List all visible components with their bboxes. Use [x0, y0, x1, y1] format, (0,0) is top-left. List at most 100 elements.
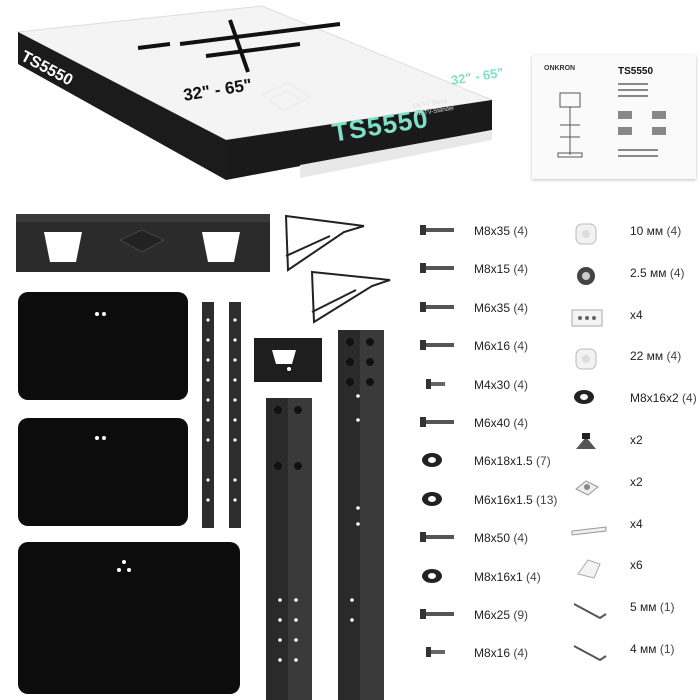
spacer-icon	[570, 222, 610, 251]
outline-logo	[260, 81, 312, 113]
product-box: TS5550 TS5550 32" - 65" 32" - 65" EN TV …	[0, 0, 520, 190]
part-quantity: (4)	[678, 391, 697, 406]
pad-icon	[570, 556, 610, 585]
part-quantity: (4)	[510, 646, 529, 661]
part-label: M8x16x1 (4)	[474, 570, 541, 584]
spacer-icon	[570, 347, 610, 376]
part-label: x2	[630, 433, 643, 447]
part-label: M6x40 (4)	[474, 416, 528, 430]
bolt-icon	[418, 222, 458, 243]
part-quantity: (4)	[510, 416, 529, 430]
part-name: 2.5 мм	[630, 265, 667, 280]
support-arms	[284, 214, 391, 324]
part-name: M8x50	[474, 531, 511, 546]
part-quantity: (4)	[510, 339, 529, 354]
part-name: M6x35	[474, 300, 511, 315]
column-upper	[338, 330, 384, 700]
part-label: x2	[630, 475, 643, 489]
part-quantity: (4)	[522, 569, 541, 584]
part-label: M6x16 (4)	[474, 339, 528, 353]
part-name: 4 мм	[630, 642, 657, 656]
product-box-shape	[16, 5, 494, 180]
wall-bracket	[16, 214, 270, 272]
bolt-icon	[418, 260, 458, 281]
part-label: x6	[630, 558, 643, 572]
vertical-rails	[202, 302, 241, 528]
part-quantity: (1)	[656, 600, 675, 615]
part-quantity: (4)	[510, 262, 529, 277]
part-name: M8x16x2	[630, 391, 679, 406]
part-label: 4 мм (1)	[630, 642, 675, 656]
clamp-icon	[570, 431, 610, 460]
part-label: M8x16 (4)	[474, 646, 528, 660]
part-label: M6x16x1.5 (13)	[474, 493, 557, 507]
part-quantity: (4)	[510, 224, 529, 238]
part-quantity: (4)	[510, 300, 529, 315]
hex-key-icon	[570, 640, 610, 669]
washer-icon	[418, 568, 458, 589]
clip-icon	[570, 473, 610, 502]
part-name: M8x15	[474, 262, 511, 277]
mount-plate	[254, 338, 322, 382]
part-name: M8x16x1	[474, 569, 523, 584]
strip-icon	[570, 515, 610, 544]
part-name: 5 мм	[630, 600, 657, 615]
part-label: M8x50 (4)	[474, 531, 528, 545]
part-name: 10 мм	[630, 224, 664, 238]
part-label: M8x35 (4)	[474, 224, 528, 238]
part-name: M4x30	[474, 377, 511, 392]
part-label: M6x35 (4)	[474, 301, 528, 315]
screw-icon	[418, 644, 458, 665]
part-name: x4	[630, 307, 643, 322]
part-quantity: (4)	[510, 377, 529, 392]
part-label: M6x25 (9)	[474, 608, 528, 622]
part-label: 2.5 мм (4)	[630, 266, 685, 280]
part-quantity: (9)	[510, 608, 529, 622]
bolt-icon	[418, 606, 458, 627]
nut-icon	[570, 264, 610, 293]
part-quantity: (4)	[663, 224, 682, 238]
column-lower	[266, 398, 312, 700]
part-label: M8x16x2 (4)	[630, 391, 697, 405]
hex-key-icon	[570, 598, 610, 627]
part-quantity: (1)	[656, 642, 675, 656]
leaflet-model: TS5550	[618, 66, 654, 77]
part-label: M4x30 (4)	[474, 378, 528, 392]
part-quantity: (13)	[532, 492, 558, 507]
part-name: 22 мм	[630, 349, 664, 364]
part-label: x4	[630, 517, 643, 531]
part-name: x2	[630, 433, 643, 447]
bolt-icon	[418, 414, 458, 435]
part-label: M6x18x1.5 (7)	[474, 454, 551, 468]
bolt-icon	[418, 299, 458, 320]
part-label: x4	[630, 308, 643, 322]
part-name: M8x16	[474, 646, 511, 661]
plate-icon	[570, 306, 610, 335]
part-name: M6x25	[474, 608, 511, 622]
part-name: M6x16x1.5	[474, 492, 533, 507]
part-name: x2	[630, 474, 643, 489]
part-name: M6x16	[474, 339, 511, 354]
screw-icon	[418, 376, 458, 397]
glass-shelves	[18, 292, 240, 694]
part-name: x4	[630, 516, 643, 531]
washer-icon	[418, 452, 458, 473]
part-label: M8x15 (4)	[474, 262, 528, 276]
part-name: M8x35	[474, 224, 511, 238]
leaflet-drawing	[557, 83, 666, 158]
leaflet-brand: ONKRON	[544, 65, 576, 72]
part-quantity: (4)	[663, 349, 682, 364]
part-name: M6x18x1.5	[474, 454, 533, 469]
part-label: 10 мм (4)	[630, 224, 681, 238]
bolt-icon	[418, 529, 458, 550]
part-name: M6x40	[474, 416, 511, 430]
washer-icon	[570, 389, 610, 410]
part-quantity: (7)	[532, 454, 551, 469]
part-name: x6	[630, 558, 643, 573]
bolt-icon	[418, 337, 458, 358]
washer-icon	[418, 491, 458, 512]
part-label: 5 мм (1)	[630, 600, 675, 614]
part-label: 22 мм (4)	[630, 349, 681, 363]
instruction-leaflet: ONKRON TS5550	[532, 55, 696, 179]
